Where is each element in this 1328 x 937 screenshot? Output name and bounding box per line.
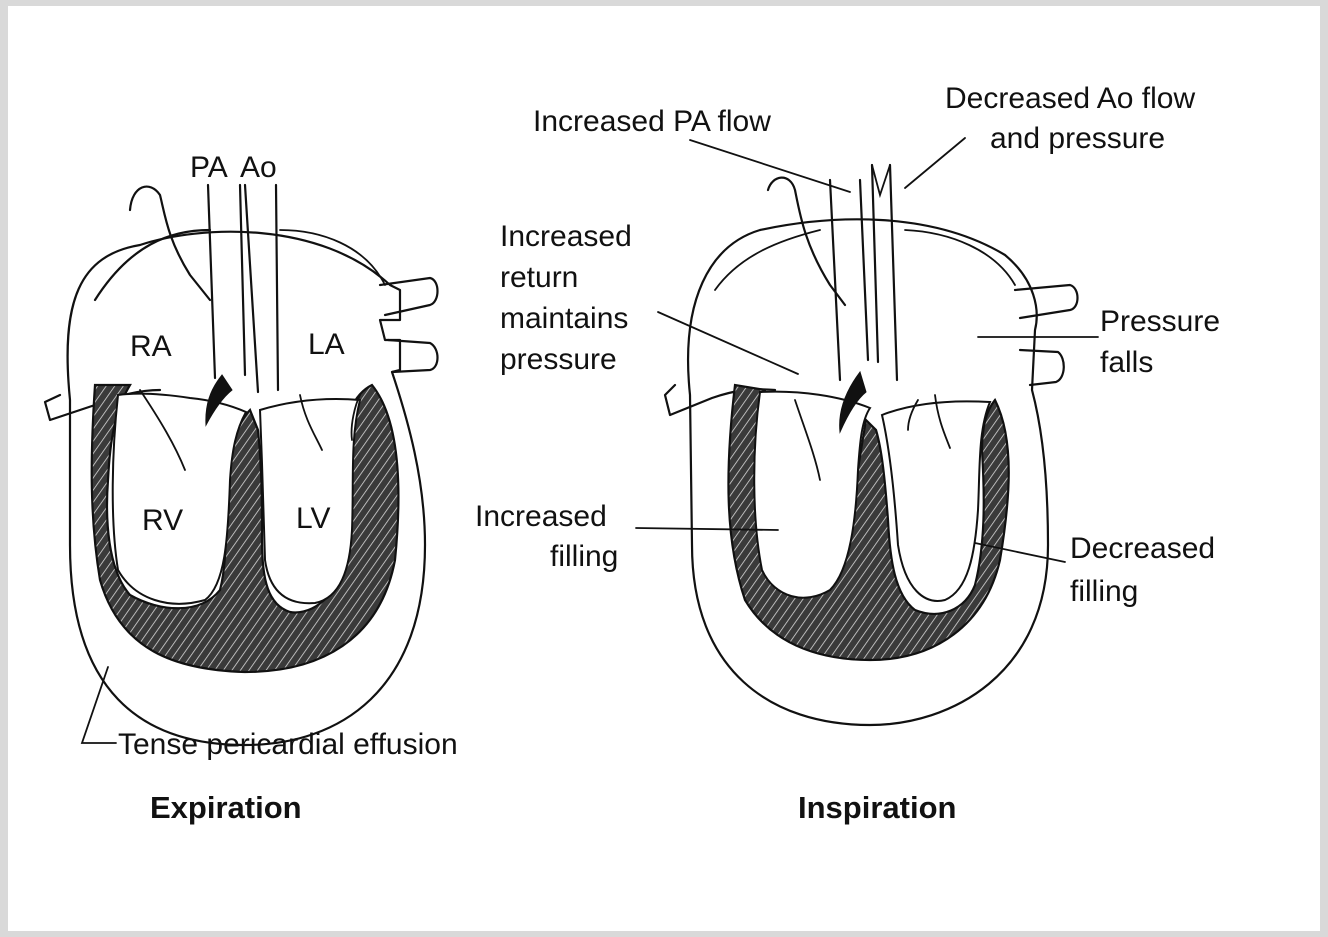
label-dec-filling-1: Decreased: [1070, 532, 1215, 565]
la-pulmonary-vein-lower-insp: [1020, 350, 1064, 385]
caption-expiration: Expiration: [150, 790, 302, 825]
expiration-heart: [45, 185, 438, 745]
label-lv: LV: [296, 502, 330, 535]
ao-narrow-lines: [872, 165, 890, 195]
label-inc-filling-2: filling: [550, 540, 618, 573]
label-return-1: Increased: [500, 220, 632, 253]
label-pa-flow: Increased PA flow: [533, 105, 771, 138]
leader-return: [658, 312, 798, 374]
la-pulmonary-vein-upper-insp: [1015, 285, 1078, 318]
leader-ao-flow: [905, 138, 965, 188]
leader-effusion: [82, 667, 116, 743]
la-pulmonary-vein-upper: [380, 278, 438, 315]
ao-trunk-insp: [872, 165, 897, 380]
label-inc-filling-1: Increased: [475, 500, 607, 533]
label-la: LA: [308, 328, 345, 361]
label-pa: PA: [190, 151, 228, 184]
inspiration-heart: [665, 165, 1078, 725]
pa-trunk: [208, 185, 245, 378]
caption-inspiration: Inspiration: [798, 790, 956, 825]
label-return-4: pressure: [500, 343, 617, 376]
label-ao-flow-1: Decreased Ao flow: [945, 82, 1195, 115]
label-return-3: maintains: [500, 302, 628, 335]
label-dec-filling-2: filling: [1070, 575, 1138, 608]
label-pressure-2: falls: [1100, 346, 1153, 379]
lv-cavity-insp: [882, 401, 990, 601]
label-effusion: Tense pericardial effusion: [118, 728, 458, 761]
label-pressure-1: Pressure: [1100, 305, 1220, 338]
label-rv: RV: [142, 504, 183, 537]
label-ao-flow-2: and pressure: [990, 122, 1165, 155]
la-pulmonary-vein-lower: [388, 340, 438, 372]
label-ao: Ao: [240, 151, 277, 184]
pa-trunk-insp: [830, 180, 868, 380]
label-ra: RA: [130, 330, 172, 363]
ao-trunk: [245, 185, 278, 392]
label-return-2: return: [500, 261, 578, 294]
